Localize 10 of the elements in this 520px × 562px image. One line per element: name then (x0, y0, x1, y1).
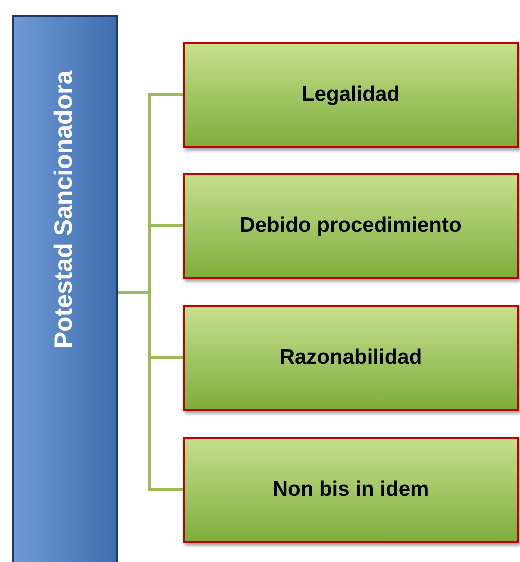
category-bar (12, 15, 118, 562)
principle-box (183, 173, 519, 279)
principle-box (183, 305, 519, 411)
principle-label: Non bis in idem (272, 477, 430, 504)
principle-label: Legalidad (302, 82, 400, 108)
vertical-title: Potestad Sancionadora (49, 71, 80, 349)
principle-label: Razonabilidad (280, 345, 422, 372)
principle-box (183, 437, 519, 543)
principle-label: Debido procedimiento (240, 213, 462, 240)
principle-box (183, 42, 519, 148)
